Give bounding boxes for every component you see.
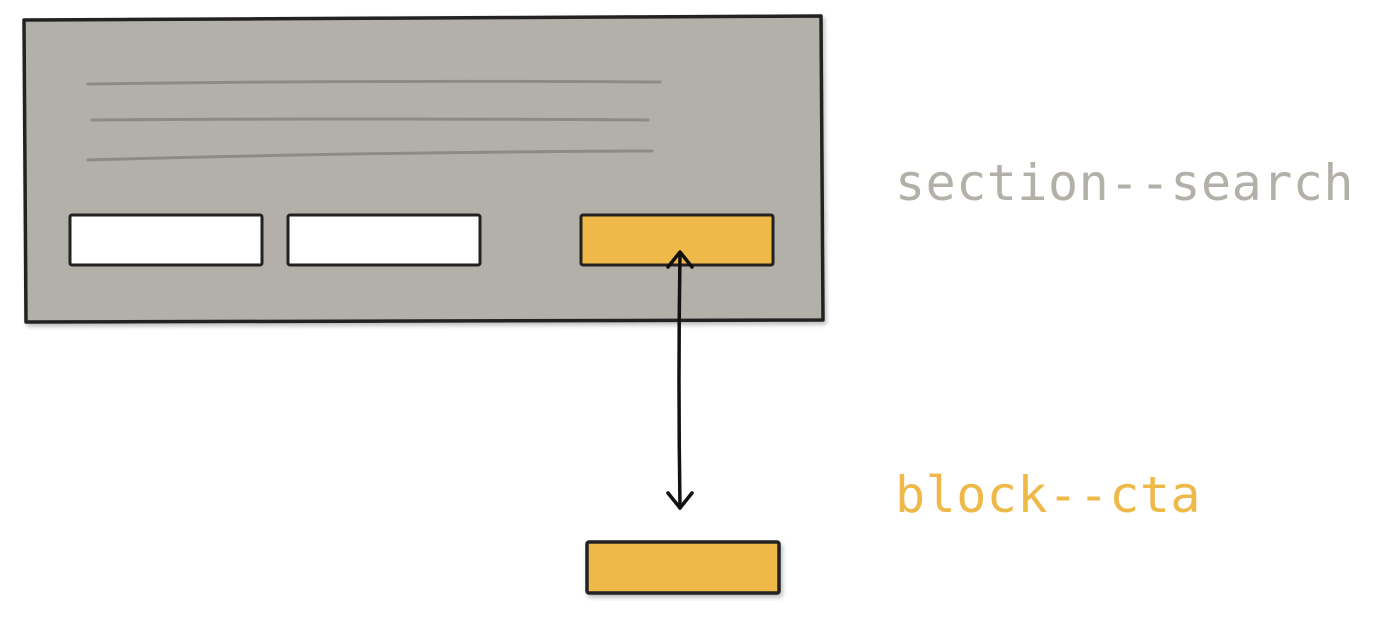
input-field (68, 213, 264, 267)
block-cta (585, 540, 781, 595)
text-line (86, 149, 654, 162)
arrow-head-bottom (666, 491, 694, 510)
section-search-label: section--search (895, 154, 1355, 212)
cta-button-in-section (579, 213, 775, 267)
input-field (286, 213, 482, 267)
block-cta-label: block--cta (895, 466, 1202, 524)
arrow-head-top (666, 250, 694, 269)
arrow-shaft (677, 251, 682, 510)
text-line (86, 79, 662, 86)
text-line (90, 117, 650, 122)
double-headed-arrow-icon (666, 250, 694, 510)
section-search-panel (22, 14, 825, 324)
placeholder-text-lines (86, 79, 662, 162)
section-panel-body (22, 14, 825, 324)
